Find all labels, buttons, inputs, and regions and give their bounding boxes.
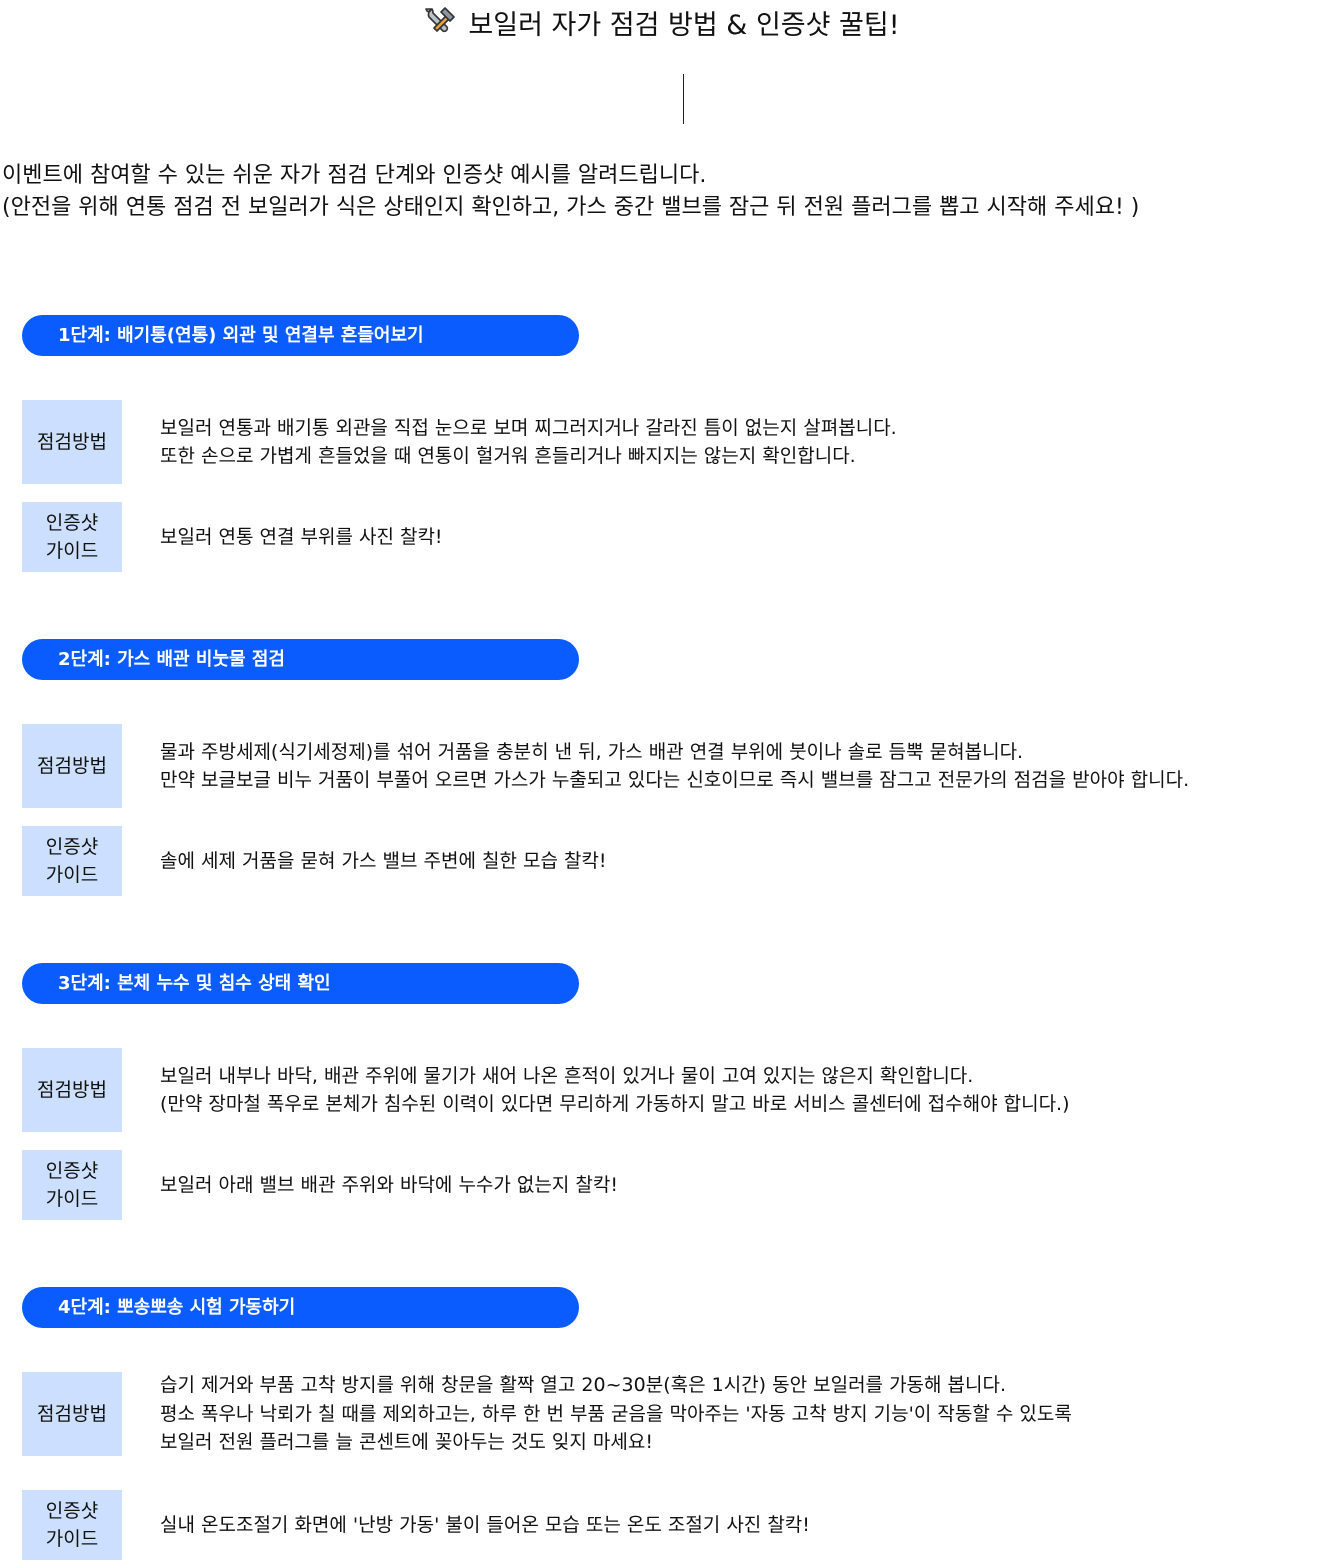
method-description: 습기 제거와 부품 고착 방지를 위해 창문을 활짝 열고 20~30분(혹은 … [160, 1372, 1072, 1456]
method-tag: 점검방법 [22, 1048, 122, 1132]
method-tag-label: 점검방법 [37, 431, 107, 453]
guide-tag-label-line1: 인증샷 [45, 512, 99, 534]
intro-line: 이벤트에 참여할 수 있는 쉬운 자가 점검 단계와 인증샷 예시를 알려드립니… [2, 163, 707, 188]
method-description: 물과 주방세제(식기세정제)를 섞어 거품을 충분히 낸 뒤, 가스 배관 연결… [160, 724, 1189, 808]
step-title-pill: 4단계: 뽀송뽀송 시험 가동하기 [22, 1287, 579, 1328]
guide-tag-label-line1: 인증샷 [45, 1500, 99, 1522]
tools-icon [425, 7, 456, 33]
method-line: 보일러 전원 플러그를 늘 콘센트에 꽂아두는 것도 잊지 마세요! [160, 1431, 653, 1454]
intro-text: 이벤트에 참여할 수 있는 쉬운 자가 점검 단계와 인증샷 예시를 알려드립니… [2, 160, 1324, 224]
method-description: 보일러 연통과 배기통 외관을 직접 눈으로 보며 찌그러지거나 갈라진 틈이 … [160, 400, 897, 484]
method-description: 보일러 내부나 바닥, 배관 주위에 물기가 새어 나온 흔적이 있거나 물이 … [160, 1048, 1070, 1132]
method-row: 점검방법 습기 제거와 부품 고착 방지를 위해 창문을 활짝 열고 20~30… [22, 1372, 1312, 1456]
guide-row: 인증샷 가이드 솔에 세제 거품을 묻혀 가스 밸브 주변에 칠한 모습 찰칵! [22, 826, 1312, 896]
method-line: 보일러 내부나 바닥, 배관 주위에 물기가 새어 나온 흔적이 있거나 물이 … [160, 1064, 974, 1087]
guide-line: 실내 온도조절기 화면에 '난방 가동' 불이 들어온 모습 또는 온도 조절기… [160, 1513, 810, 1536]
guide-tag: 인증샷 가이드 [22, 1490, 122, 1560]
method-tag-label: 점검방법 [37, 1403, 107, 1425]
method-line: (만약 장마철 폭우로 본체가 침수된 이력이 있다면 무리하게 가동하지 말고… [160, 1093, 1070, 1115]
header-divider [683, 74, 684, 124]
method-line: 물과 주방세제(식기세정제)를 섞어 거품을 충분히 낸 뒤, 가스 배관 연결… [160, 740, 1024, 763]
guide-tag-label-line2: 가이드 [45, 1528, 99, 1550]
intro-note: (안전을 위해 연통 점검 전 보일러가 식은 상태인지 확인하고, 가스 중간… [2, 195, 1140, 220]
guide-description: 실내 온도조절기 화면에 '난방 가동' 불이 들어온 모습 또는 온도 조절기… [160, 1490, 810, 1560]
method-line: 보일러 연통과 배기통 외관을 직접 눈으로 보며 찌그러지거나 갈라진 틈이 … [160, 416, 897, 439]
guide-tag: 인증샷 가이드 [22, 826, 122, 896]
guide-row: 인증샷 가이드 보일러 연통 연결 부위를 사진 찰칵! [22, 502, 1312, 572]
method-tag: 점검방법 [22, 724, 122, 808]
method-line: 만약 보글보글 비누 거품이 부풀어 오르면 가스가 누출되고 있다는 신호이므… [160, 769, 1190, 791]
guide-line: 보일러 연통 연결 부위를 사진 찰칵! [160, 525, 443, 548]
guide-line: 보일러 아래 밸브 배관 주위와 바닥에 누수가 없는지 찰칵! [160, 1173, 618, 1196]
method-row: 점검방법 물과 주방세제(식기세정제)를 섞어 거품을 충분히 낸 뒤, 가스 … [22, 724, 1312, 808]
method-line: 평소 폭우나 낙뢰가 칠 때를 제외하고는, 하루 한 번 부품 굳음을 막아주… [160, 1402, 1072, 1425]
guide-tag: 인증샷 가이드 [22, 1150, 122, 1220]
guide-tag-label-line2: 가이드 [45, 864, 99, 886]
method-tag: 점검방법 [22, 1372, 122, 1456]
guide-row: 인증샷 가이드 보일러 아래 밸브 배관 주위와 바닥에 누수가 없는지 찰칵! [22, 1150, 1312, 1220]
method-line: 또한 손으로 가볍게 흔들었을 때 연통이 헐거워 흔들리거나 빠지지는 않는지… [160, 445, 856, 467]
method-tag: 점검방법 [22, 400, 122, 484]
method-line: 습기 제거와 부품 고착 방지를 위해 창문을 활짝 열고 20~30분(혹은 … [160, 1374, 1007, 1397]
guide-row: 인증샷 가이드 실내 온도조절기 화면에 '난방 가동' 불이 들어온 모습 또… [22, 1490, 1312, 1560]
guide-tag: 인증샷 가이드 [22, 502, 122, 572]
step-title-pill: 1단계: 배기통(연통) 외관 및 연결부 흔들어보기 [22, 315, 579, 356]
guide-tag-label-line1: 인증샷 [45, 1160, 99, 1182]
method-row: 점검방법 보일러 연통과 배기통 외관을 직접 눈으로 보며 찌그러지거나 갈라… [22, 400, 1312, 484]
guide-line: 솔에 세제 거품을 묻혀 가스 밸브 주변에 칠한 모습 찰칵! [160, 849, 607, 872]
method-tag-label: 점검방법 [37, 1079, 107, 1101]
guide-description: 솔에 세제 거품을 묻혀 가스 밸브 주변에 칠한 모습 찰칵! [160, 826, 607, 896]
guide-description: 보일러 연통 연결 부위를 사진 찰칵! [160, 502, 443, 572]
page-header: 보일러 자가 점검 방법 & 인증샷 꿀팁! [0, 0, 1324, 44]
guide-tag-label-line1: 인증샷 [45, 836, 99, 858]
page-title-container: 보일러 자가 점검 방법 & 인증샷 꿀팁! [424, 3, 900, 42]
page-title: 보일러 자가 점검 방법 & 인증샷 꿀팁! [468, 9, 900, 41]
guide-tag-label-line2: 가이드 [45, 540, 99, 562]
guide-tag-label-line2: 가이드 [45, 1188, 99, 1210]
step-title-pill: 3단계: 본체 누수 및 침수 상태 확인 [22, 963, 579, 1004]
guide-description: 보일러 아래 밸브 배관 주위와 바닥에 누수가 없는지 찰칵! [160, 1150, 618, 1220]
step-title-pill: 2단계: 가스 배관 비눗물 점검 [22, 639, 579, 680]
method-tag-label: 점검방법 [37, 755, 107, 777]
method-row: 점검방법 보일러 내부나 바닥, 배관 주위에 물기가 새어 나온 흔적이 있거… [22, 1048, 1312, 1132]
